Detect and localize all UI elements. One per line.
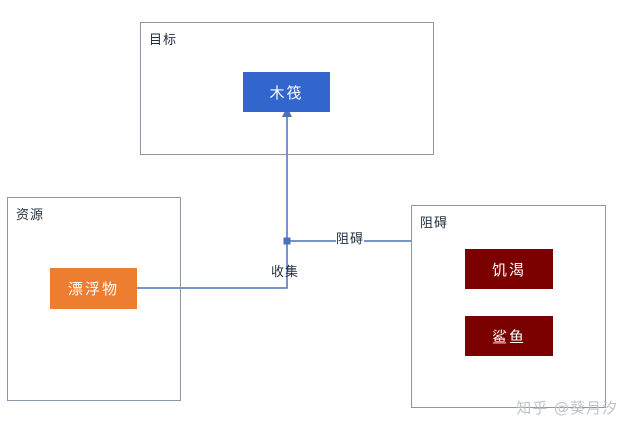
raft-node: 木筏 — [243, 72, 330, 112]
floating-debris-node: 漂浮物 — [50, 268, 137, 309]
goal-frame: 目标 — [140, 22, 434, 155]
obstacle-frame: 阻碍 — [411, 205, 606, 408]
block-edge-label: 阻碍 — [336, 232, 365, 248]
resource-frame: 资源 — [7, 197, 181, 401]
shark-node: 鲨鱼 — [465, 316, 553, 356]
goal-frame-title: 目标 — [149, 33, 178, 48]
hunger-node: 饥渴 — [465, 249, 553, 289]
resource-frame-title: 资源 — [16, 208, 45, 223]
watermark-text: 知乎 @葵月汐 — [516, 399, 618, 417]
junction-marker — [283, 237, 291, 245]
collect-edge-label: 收集 — [271, 265, 300, 280]
collect-connector — [137, 107, 292, 289]
obstacle-frame-title: 阻碍 — [420, 216, 449, 231]
